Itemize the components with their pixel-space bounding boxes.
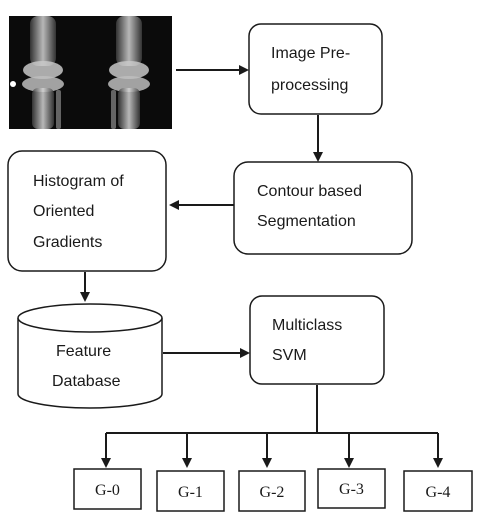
hog-node: Histogram of Oriented Gradients xyxy=(7,150,167,272)
svm-output-connector xyxy=(101,385,443,468)
grade-label-3: G-3 xyxy=(339,481,364,498)
grade-node-4: G-4 xyxy=(403,470,473,512)
svm-line-2: SVM xyxy=(272,347,307,364)
preprocessing-line-1: Image Pre- xyxy=(271,45,350,62)
grade-label-1: G-1 xyxy=(178,484,203,501)
hog-line-3: Gradients xyxy=(33,234,102,251)
knee-xray-image xyxy=(9,16,172,129)
segmentation-line-2: Segmentation xyxy=(257,213,356,230)
svm-line-1: Multiclass xyxy=(272,317,342,334)
hog-line-1: Histogram of xyxy=(33,173,124,190)
segmentation-node: Contour based Segmentation xyxy=(233,161,413,255)
grade-label-4: G-4 xyxy=(426,484,451,501)
database-line-1: Feature xyxy=(56,343,111,360)
segmentation-line-1: Contour based xyxy=(257,183,362,200)
hog-line-2: Oriented xyxy=(33,203,94,220)
grade-label-0: G-0 xyxy=(95,482,120,499)
preprocessing-node: Image Pre- processing xyxy=(248,23,383,115)
grade-node-2: G-2 xyxy=(238,470,306,512)
grade-node-0: G-0 xyxy=(73,468,142,510)
database-node: Feature Database xyxy=(17,303,163,409)
grade-node-3: G-3 xyxy=(317,468,386,509)
svm-node: Multiclass SVM xyxy=(249,295,385,385)
preprocessing-line-2: processing xyxy=(271,77,348,94)
grade-label-2: G-2 xyxy=(260,484,285,501)
database-line-2: Database xyxy=(52,373,121,390)
grade-node-1: G-1 xyxy=(156,470,225,512)
